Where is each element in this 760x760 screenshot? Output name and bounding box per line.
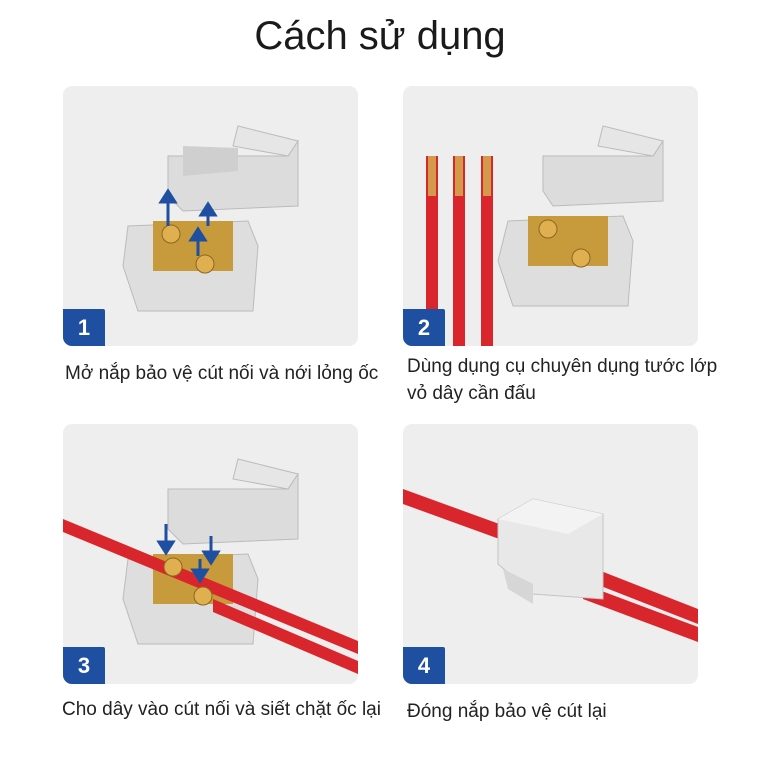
- step-3-image: 3: [63, 424, 358, 684]
- down-arrow-icons: [156, 524, 221, 584]
- connector-cover: [542, 125, 664, 207]
- closed-connector: [497, 498, 604, 604]
- step-badge: 4: [403, 647, 445, 684]
- page-title: Cách sử dụng: [254, 14, 506, 58]
- connector-base: [122, 220, 259, 312]
- step-1-image: 1: [63, 86, 358, 346]
- step-3-caption: Cho dây vào cút nối và siết chặt ốc lại: [62, 699, 381, 720]
- step-2-image: 2: [403, 86, 698, 346]
- step-4-image: 4: [403, 424, 698, 684]
- step-2-caption: Dùng dụng cụ chuyên dụng tước lớp vỏ dây…: [407, 356, 718, 404]
- red-wires: [403, 489, 698, 642]
- step-1-caption: Mở nắp bảo vệ cút nối và nới lỏng ốc: [65, 363, 379, 384]
- step-badge: 3: [63, 647, 105, 684]
- red-wires: [63, 519, 358, 674]
- step-badge: 1: [63, 309, 105, 346]
- up-arrow-icons: [158, 188, 218, 256]
- stripped-wires: [426, 156, 493, 346]
- step-4-caption: Đóng nắp bảo vệ cút lại: [407, 701, 607, 722]
- connector-cover: [167, 458, 299, 545]
- connector-base: [497, 215, 634, 307]
- connector-cover: [167, 125, 299, 212]
- step-badge: 2: [403, 309, 445, 346]
